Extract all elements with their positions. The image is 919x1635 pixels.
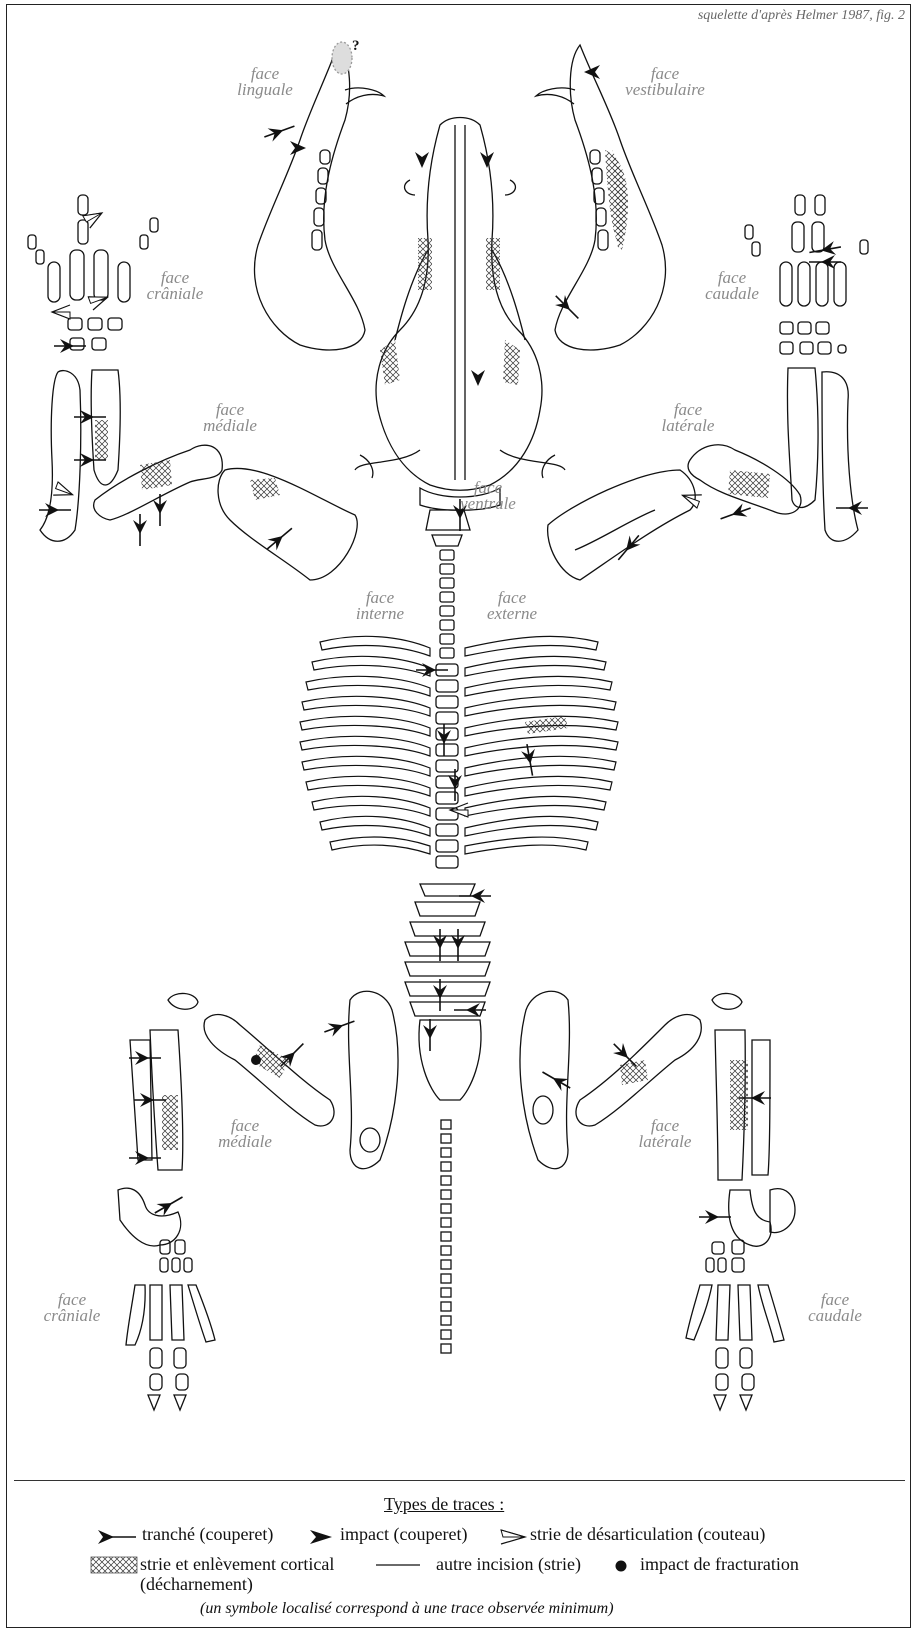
cleaver-cut-icon xyxy=(94,1527,138,1547)
legend-tranche: tranché (couperet) xyxy=(142,1524,273,1545)
trace-markers xyxy=(39,65,868,1224)
cleaver-impact-icon xyxy=(306,1527,336,1547)
incision-line-icon xyxy=(374,1556,422,1574)
legend-separator xyxy=(14,1480,905,1481)
uncertain-mark: ? xyxy=(352,38,360,54)
crosshatch-defleshing-icon xyxy=(90,1556,138,1574)
legend-strie-cortical-1: strie et enlèvement cortical xyxy=(140,1554,334,1575)
forelimb-right xyxy=(548,195,868,580)
ribs xyxy=(300,636,618,854)
hindlimb-left xyxy=(118,991,398,1410)
skeleton-diagram: ? xyxy=(0,0,919,1480)
knife-disarticulation-icon xyxy=(498,1527,528,1547)
skull xyxy=(355,118,565,511)
legend-strie-desart: strie de désarticulation (couteau) xyxy=(530,1524,765,1545)
legend-impact-fract: impact de fracturation xyxy=(640,1554,799,1575)
fracture-impact-dot-icon xyxy=(612,1557,630,1575)
legend-autre-incision: autre incision (strie) xyxy=(436,1554,581,1575)
hindlimb-right xyxy=(520,991,795,1410)
legend-title: Types de traces : xyxy=(384,1494,504,1515)
forelimb-left xyxy=(28,195,357,580)
legend-note: (un symbole localisé correspond à une tr… xyxy=(200,1600,614,1618)
legend-impact: impact (couperet) xyxy=(340,1524,467,1545)
legend-strie-cortical-2: (décharnement) xyxy=(140,1574,253,1595)
